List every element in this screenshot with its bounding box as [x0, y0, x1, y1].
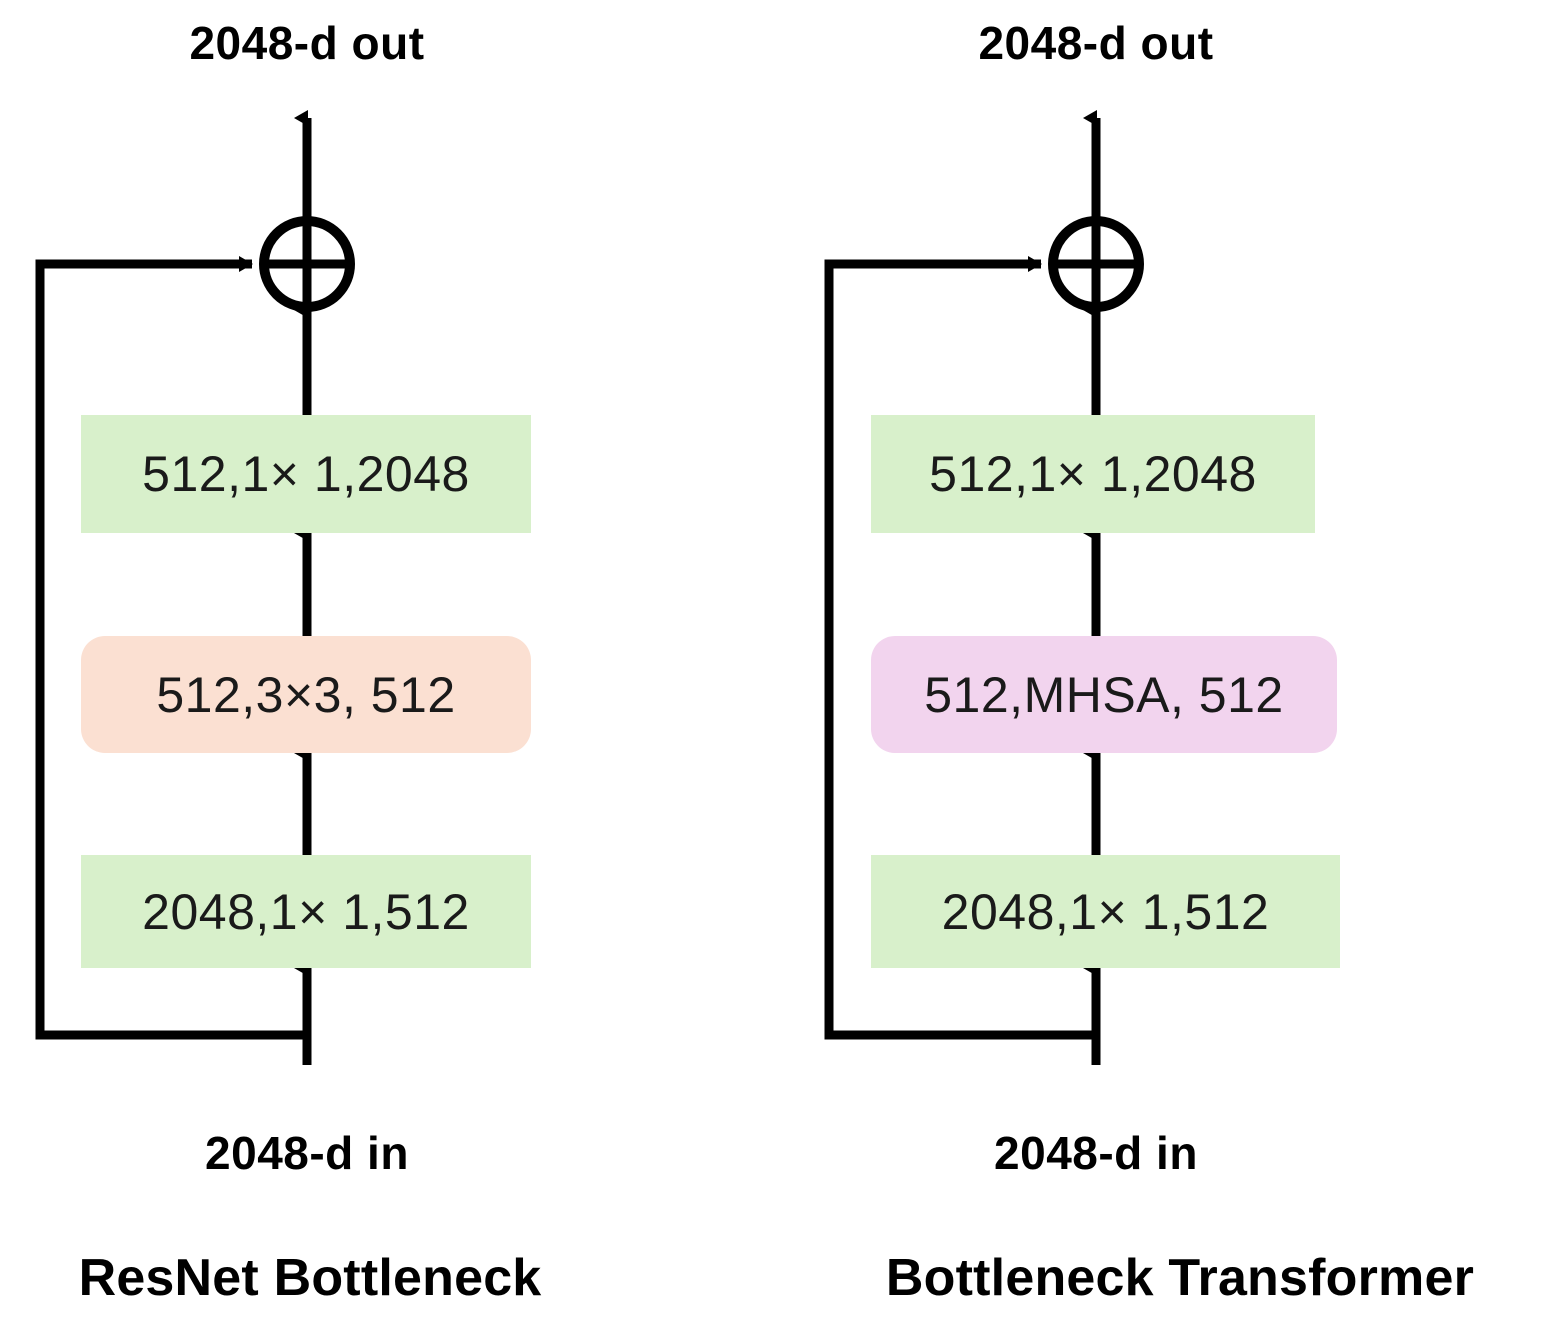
left-block-conv1x1-reduce[interactable]: 2048,1× 1,512 — [81, 855, 531, 968]
right-block-mhsa[interactable]: 512,MHSA, 512 — [871, 636, 1337, 753]
right-caption: Bottleneck Transformer — [885, 1249, 1475, 1307]
right-input-label: 2048-d in — [994, 1127, 1198, 1179]
left-block-conv3x3[interactable]: 512,3×3, 512 — [81, 636, 531, 753]
right-block-conv1x1-reduce[interactable]: 2048,1× 1,512 — [871, 855, 1340, 968]
left-input-label: 2048-d in — [205, 1127, 409, 1179]
right-output-label: 2048-d out — [978, 17, 1214, 69]
add-node-left — [259, 216, 355, 312]
left-output-label: 2048-d out — [189, 17, 425, 69]
add-node-right — [1048, 216, 1144, 312]
left-caption: ResNet Bottleneck — [78, 1249, 542, 1307]
left-column-connectors — [35, 110, 355, 1065]
right-block-conv1x1-expand[interactable]: 512,1× 1,2048 — [871, 415, 1315, 533]
left-block-conv1x1-expand[interactable]: 512,1× 1,2048 — [81, 415, 531, 533]
right-column-connectors — [824, 110, 1144, 1065]
